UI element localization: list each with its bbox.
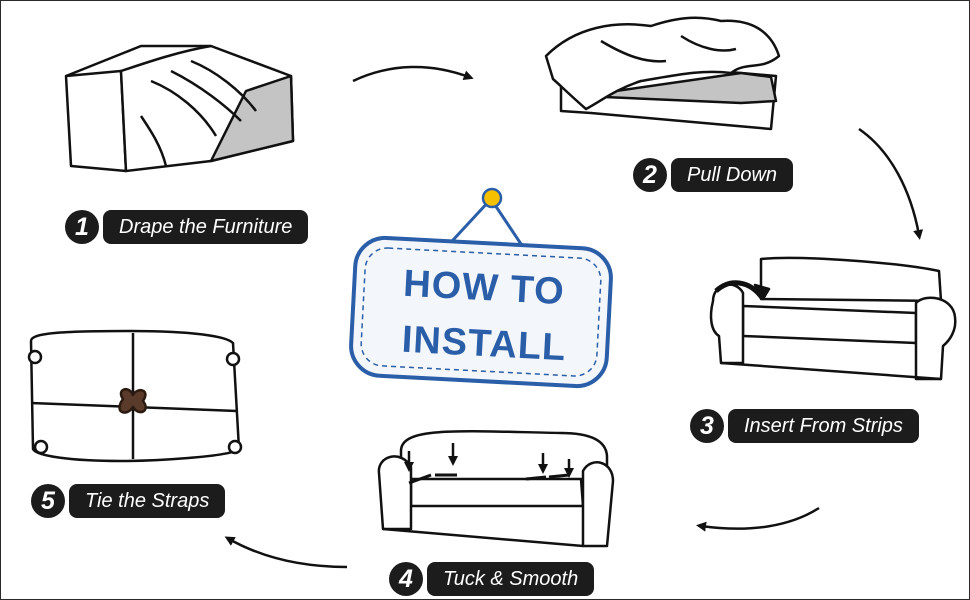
step-label: Pull Down — [671, 158, 794, 192]
step-label: Drape the Furniture — [103, 210, 309, 244]
drape-furniture-illustration — [64, 44, 295, 173]
step-2: 2 Pull Down — [633, 156, 794, 194]
step-5: 5 Tie the Straps — [31, 482, 226, 520]
pull-down-illustration — [544, 16, 781, 131]
step-label: Tie the Straps — [69, 484, 226, 518]
step-number: 4 — [389, 562, 423, 596]
step-number: 5 — [31, 484, 65, 518]
arrow-step1-to-step2 — [352, 65, 474, 83]
step-label: Tuck & Smooth — [427, 562, 595, 596]
step-number: 2 — [633, 158, 667, 192]
how-to-install-sign — [349, 187, 613, 389]
tie-straps-illustration — [27, 329, 243, 463]
step-label: Insert From Strips — [728, 409, 919, 443]
flow-arrows — [224, 65, 924, 569]
arrow-step4-to-step5 — [224, 536, 348, 569]
tuck-smooth-illustration — [377, 429, 615, 548]
step-number: 3 — [690, 409, 724, 443]
step-4: 4 Tuck & Smooth — [389, 560, 595, 598]
arrow-step2-to-step3 — [858, 127, 924, 240]
step-1: 1 Drape the Furniture — [65, 208, 309, 246]
arrow-step3-to-step4 — [696, 506, 820, 532]
step-3: 3 Insert From Strips — [690, 407, 919, 445]
step-number: 1 — [65, 210, 99, 244]
hanger-pin-icon — [481, 187, 503, 209]
insert-strips-illustration — [709, 256, 957, 381]
